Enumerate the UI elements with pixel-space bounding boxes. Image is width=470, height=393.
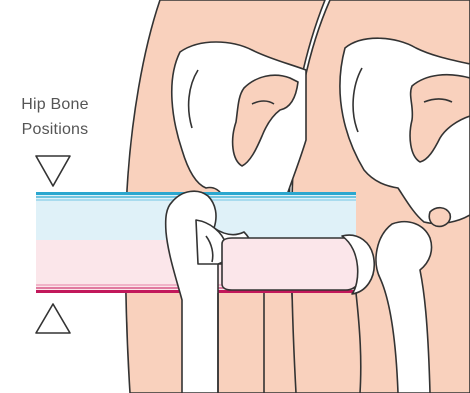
down-triangle-icon [36, 156, 70, 186]
up-triangle-icon [36, 304, 70, 333]
positions-label: Positions [0, 120, 110, 140]
hip-bone-label: Hip Bone [0, 95, 110, 115]
right-femur-neck-bone [222, 238, 364, 290]
right-obturator-foramen [429, 208, 450, 227]
